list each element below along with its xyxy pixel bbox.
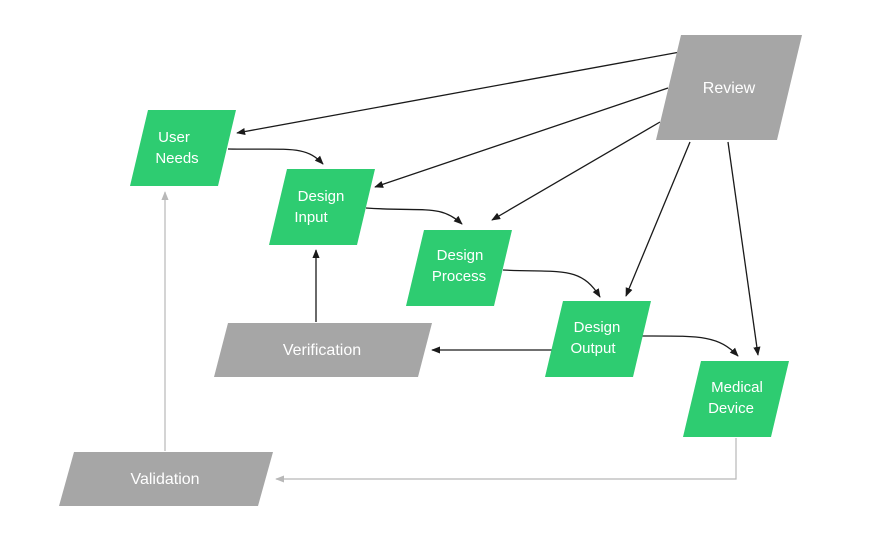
verification-node: Verification xyxy=(214,323,432,377)
design-input-shape xyxy=(269,169,375,245)
design-process-shape xyxy=(406,230,512,306)
design-output-label-line2: Output xyxy=(570,340,616,357)
user-needs-node: User Needs xyxy=(130,110,236,186)
medical-device-node: Medical Device xyxy=(683,361,789,437)
arrow-user-needs-to-design-input xyxy=(227,148,324,165)
user-needs-label-line2: Needs xyxy=(155,150,198,167)
user-needs-shape xyxy=(130,110,236,186)
validation-shape xyxy=(59,452,273,506)
arrow-review-to-design-input xyxy=(374,87,669,188)
validation-node: Validation xyxy=(59,452,273,506)
design-output-shape xyxy=(545,301,651,377)
medical-device-label-line1: Medical xyxy=(711,379,763,396)
arrow-review-to-user-needs xyxy=(236,51,681,136)
medical-device-label-line2: Device xyxy=(708,400,754,417)
medical-device-shape xyxy=(683,361,789,437)
arrow-review-to-medical-device xyxy=(727,141,761,356)
review-node: Review xyxy=(656,35,802,140)
arrow-medical-device-to-validation xyxy=(275,438,737,483)
arrow-design-input-to-design-process xyxy=(365,207,463,225)
design-output-label-line1: Design xyxy=(574,319,621,336)
design-process-label-line1: Design xyxy=(437,247,484,264)
arrow-design-process-to-design-output xyxy=(502,269,601,298)
design-process-node: Design Process xyxy=(406,230,512,306)
design-output-node: Design Output xyxy=(545,301,651,377)
arrow-review-to-design-process xyxy=(491,121,661,221)
design-input-label-line2: Input xyxy=(294,209,328,226)
review-shape xyxy=(656,35,802,140)
verification-shape xyxy=(214,323,432,377)
user-needs-label-line1: User xyxy=(158,129,190,146)
connectors xyxy=(161,51,761,483)
design-input-label-line1: Design xyxy=(298,188,345,205)
verification-label: Verification xyxy=(283,342,361,359)
design-process-label-line2: Process xyxy=(432,268,486,285)
design-input-node: Design Input xyxy=(269,169,375,245)
validation-label: Validation xyxy=(130,471,199,488)
review-label: Review xyxy=(703,80,756,97)
arrow-design-output-to-medical-device xyxy=(641,335,739,357)
arrow-review-to-design-output xyxy=(625,141,691,297)
